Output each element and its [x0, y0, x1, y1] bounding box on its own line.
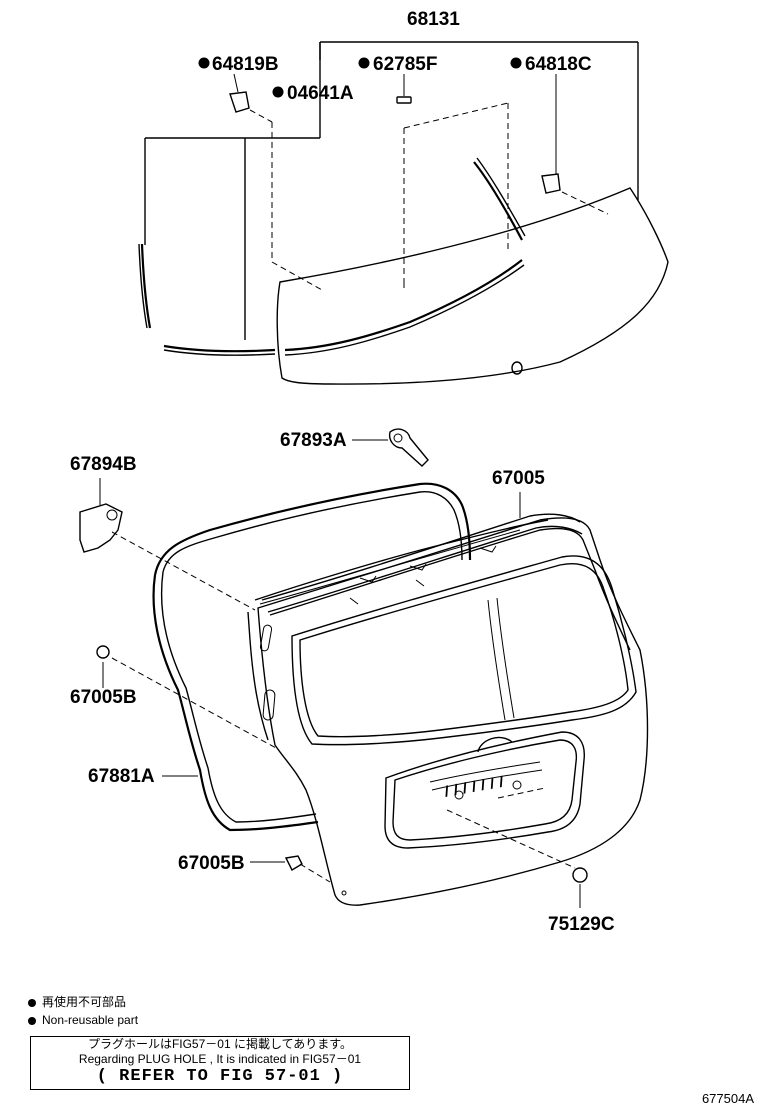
- legend-row-jp: 再使用不可部品: [28, 993, 138, 1011]
- non-reusable-marker-04641A: [272, 86, 284, 98]
- non-reusable-marker-64819B: [198, 57, 210, 69]
- part-label-64819B: 64819B: [212, 54, 279, 75]
- plug-hole-note: プラグホールはFIG57－01 に掲載してあります。 Regarding PLU…: [30, 1036, 410, 1090]
- non-reusable-dot-icon: [28, 998, 36, 1007]
- part-label-04641A: 04641A: [287, 83, 354, 104]
- spacer-62785F-drawing: [396, 74, 412, 104]
- back-door-panel-drawing: ❙❙❙❙❙❙❙: [247, 513, 649, 906]
- clip-64819B-drawing: [229, 73, 273, 123]
- part-label-68131: 68131: [407, 9, 460, 30]
- non-reusable-marker-62785F: [358, 57, 370, 69]
- legend-row-en: Non-reusable part: [28, 1011, 138, 1029]
- part-label-67005: 67005: [492, 468, 545, 489]
- part-label-67893A: 67893A: [280, 430, 347, 451]
- legend-text-en: Non-reusable part: [42, 1013, 139, 1027]
- plug-75129C-drawing: [572, 867, 588, 908]
- plug-67005B-upper-drawing: [96, 645, 277, 749]
- part-label-67005B-upper: 67005B: [70, 687, 137, 708]
- part-label-75129C: 75129C: [548, 914, 615, 935]
- note-line-en: Regarding PLUG HOLE , It is indicated in…: [78, 1052, 362, 1066]
- figure-id: 677504A: [701, 1091, 754, 1106]
- clip-64818C-drawing: [541, 74, 609, 215]
- trim-67894B-drawing: [79, 478, 256, 611]
- glass-leader-tree: [144, 41, 639, 340]
- glass-molding-strips: [138, 157, 526, 356]
- weatherstrip-67881A-drawing: [152, 482, 472, 832]
- glass-dashed-guides: [271, 102, 509, 291]
- emblem-lettering: ❙❙❙❙❙❙❙: [440, 775, 506, 798]
- legend-text-jp: 再使用不可部品: [42, 995, 127, 1009]
- part-label-67881A: 67881A: [88, 766, 155, 787]
- note-reference: ( REFER TO FIG 57-01 ): [96, 1067, 344, 1086]
- non-reusable-marker-64818C: [510, 57, 522, 69]
- back-door-glass-drawing: [276, 187, 669, 385]
- plug-67005B-lower-drawing: [250, 855, 303, 871]
- legend: 再使用不可部品 Non-reusable part: [28, 993, 138, 1029]
- part-label-67894B: 67894B: [70, 454, 137, 475]
- cover-67893A-drawing: [352, 428, 429, 467]
- note-line-jp: プラグホールはFIG57－01 に掲載してあります。: [87, 1037, 353, 1051]
- non-reusable-dot-icon: [28, 1016, 36, 1025]
- part-label-62785F: 62785F: [373, 54, 437, 75]
- part-label-64818C: 64818C: [525, 54, 592, 75]
- part-label-67005B-lower: 67005B: [178, 853, 245, 874]
